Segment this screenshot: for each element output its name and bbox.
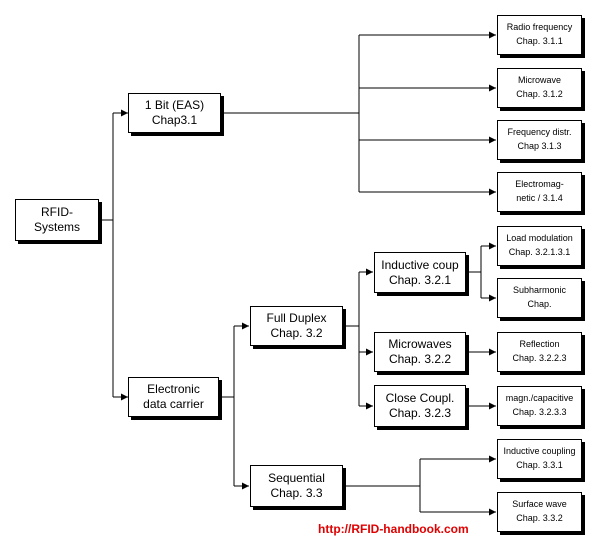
box-inductive-coup: Inductive coup Chap. 3.2.1 [374, 252, 466, 293]
box-1-bit-eas-line1: 1 Bit (EAS) [144, 98, 205, 112]
box-electronic-line2: data carrier [143, 397, 204, 411]
box-inductive-coup-line1: Inductive coup [381, 257, 459, 272]
box-reflection: Reflection Chap. 3.2.2.3 [497, 332, 582, 372]
box-magn-capacitive-line1: magn./capacitive [505, 393, 574, 404]
box-electromagnetic-line1: Electromag- [515, 179, 564, 190]
box-1-bit-eas: 1 Bit (EAS) Chap3.1 [128, 93, 221, 133]
box-subharmonic-line2: Chap. [527, 299, 552, 309]
box-electromagnetic-line2: netic / 3.1.4 [516, 193, 563, 203]
box-reflection-line2: Chap. 3.2.2.3 [512, 353, 567, 363]
box-sequential-line2: Chap. 3.3 [270, 486, 323, 500]
box-rfid-systems: RFID- Systems [15, 199, 99, 241]
box-surface-wave: Surface wave Chap. 3.3.2 [497, 492, 582, 532]
box-close-coupl-line2: Chap. 3.2.3 [388, 406, 452, 420]
box-subharmonic-line1: Subharmonic [512, 285, 567, 296]
box-frequency-distr-line1: Frequency distr. [507, 127, 572, 138]
box-microwaves-line1: Microwaves [388, 337, 452, 351]
box-surface-wave-line1: Surface wave [512, 499, 567, 510]
box-microwaves-line2: Chap. 3.2.2 [388, 352, 452, 366]
box-load-modulation-line2: Chap. 3.2.1.3.1 [508, 247, 571, 257]
box-sequential-line1: Sequential [268, 471, 325, 485]
box-full-duplex-line2: Chap. 3.2 [270, 326, 323, 340]
box-electronic-line1: Electronic [147, 382, 200, 396]
box-radio-frequency-line2: Chap. 3.1.1 [516, 36, 563, 46]
box-subharmonic: Subharmonic Chap. [497, 278, 582, 318]
box-reflection-line1: Reflection [519, 339, 560, 350]
box-radio-frequency: Radio frequency Chap. 3.1.1 [497, 15, 582, 55]
box-magn-capacitive-line2: Chap. 3.2.3.3 [512, 407, 567, 417]
box-full-duplex-line1: Full Duplex [266, 311, 327, 325]
box-rfid-systems-line1: RFID- [41, 205, 73, 219]
box-electromagnetic: Electromag- netic / 3.1.4 [497, 172, 582, 212]
box-microwave-line1: Microwave [517, 75, 561, 86]
box-close-coupl: Close Coupl. Chap. 3.2.3 [374, 385, 466, 427]
box-inductive-coupling-line2: Chap. 3.3.1 [516, 460, 563, 470]
footer-url: http://RFID-handbook.com [318, 522, 469, 536]
box-microwaves: Microwaves Chap. 3.2.2 [374, 332, 466, 372]
box-radio-frequency-line1: Radio frequency [506, 22, 573, 33]
box-sequential: Sequential Chap. 3.3 [250, 465, 343, 507]
box-frequency-distr-line2: Chap 3.1.3 [517, 141, 562, 151]
box-microwave: Microwave Chap. 3.1.2 [497, 68, 582, 108]
box-inductive-coupling-line1: Inductive coupling [503, 446, 576, 457]
box-magn-capacitive: magn./capacitive Chap. 3.2.3.3 [497, 386, 582, 426]
box-close-coupl-line1: Close Coupl. [385, 391, 455, 405]
box-microwave-line2: Chap. 3.1.2 [516, 89, 563, 99]
box-load-modulation-line1: Load modulation [506, 233, 573, 244]
box-surface-wave-line2: Chap. 3.3.2 [516, 513, 563, 523]
box-inductive-coup-line2: Chap. 3.2.1 [388, 272, 452, 287]
box-inductive-coupling: Inductive coupling Chap. 3.3.1 [497, 439, 582, 479]
box-electronic-data-carrier: Electronic data carrier [128, 377, 219, 417]
box-1-bit-eas-line2: Chap3.1 [151, 113, 198, 127]
box-load-modulation: Load modulation Chap. 3.2.1.3.1 [497, 226, 582, 266]
box-frequency-distr: Frequency distr. Chap 3.1.3 [497, 120, 582, 160]
box-full-duplex: Full Duplex Chap. 3.2 [250, 306, 343, 346]
box-rfid-systems-line2: Systems [33, 220, 80, 234]
